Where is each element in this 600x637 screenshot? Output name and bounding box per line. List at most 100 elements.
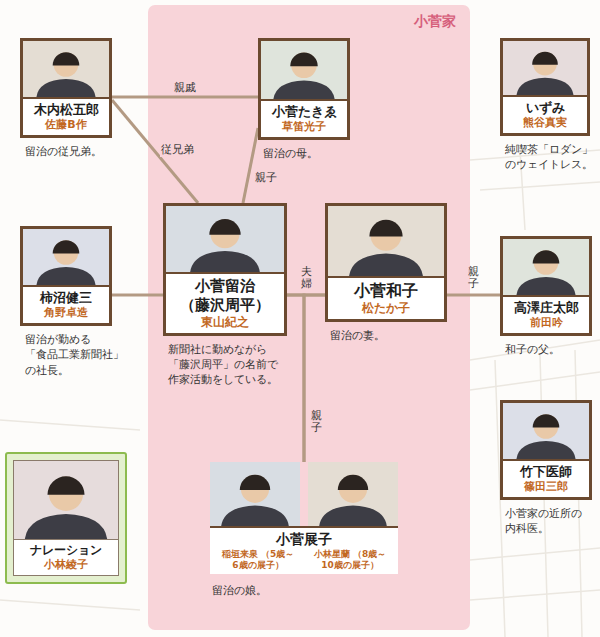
character-card: 竹下医師篠田三郎小菅家の近所の 内科医。 xyxy=(500,400,592,500)
person-shoulders xyxy=(190,251,260,272)
portrait-photo xyxy=(210,462,300,526)
actor-name: 草笛光子 xyxy=(263,120,345,134)
name-panel: 小菅留治 （藤沢周平）東山紀之 xyxy=(166,272,284,333)
person-shoulders xyxy=(36,267,95,285)
person-shoulders xyxy=(319,506,387,526)
actor-name: 松たか子 xyxy=(330,301,442,316)
person-shoulders xyxy=(273,80,334,99)
person-hair xyxy=(533,414,560,427)
narration-title: ナレーション xyxy=(16,543,116,558)
photo-background xyxy=(23,41,109,97)
character-card: 小菅たきゑ草笛光子留治の母。 xyxy=(258,38,350,140)
person-hair xyxy=(290,53,318,67)
narration-frame: ナレーション小林綾子 xyxy=(13,460,119,576)
actor-name: 小林綾子 xyxy=(16,558,116,572)
map-line xyxy=(470,340,600,360)
character-card: 小菅和子松たか子留治の妻。 xyxy=(325,203,447,322)
relation-label: 親子 xyxy=(467,266,480,290)
actor-name: 佐藤B作 xyxy=(25,118,107,132)
photo-background xyxy=(503,239,589,295)
name-panel: 小菅展子稲垣来泉 （5歳～6歳の展子）小林星蘭 （8歳～10歳の展子） xyxy=(210,526,398,574)
character-name: いずみ xyxy=(505,100,585,116)
name-panel: 竹下医師篠田三郎 xyxy=(503,459,589,497)
character-card: 小菅展子稲垣来泉 （5歳～6歳の展子）小林星蘭 （8歳～10歳の展子）留治の娘。 xyxy=(210,462,398,574)
relation-label: 親戚 xyxy=(173,81,197,94)
name-panel: ナレーション小林綾子 xyxy=(14,539,118,575)
character-card: 木内松五郎佐藤B作留治の従兄弟。 xyxy=(20,38,112,138)
character-name: 小菅留治 （藤沢周平） xyxy=(168,277,282,315)
character-description: 和子の父。 xyxy=(505,342,597,357)
character-description: 留治の妻。 xyxy=(330,328,440,343)
actor-name: 熊谷真実 xyxy=(505,116,585,130)
person-hair xyxy=(533,250,560,263)
person-hair xyxy=(53,240,80,253)
character-description: 留治の従兄弟。 xyxy=(25,144,125,159)
photo-background xyxy=(261,41,347,99)
name-panel: 柿沼健三角野卓造 xyxy=(23,285,109,323)
person-shoulders xyxy=(516,277,575,295)
relation-label: 親子 xyxy=(254,171,278,184)
relation-line xyxy=(112,294,163,297)
actor-name: 篠田三郎 xyxy=(505,480,587,494)
character-card: 高澤庄太郎前田吟和子の父。 xyxy=(500,236,592,336)
name-panel: いずみ熊谷真実 xyxy=(503,95,587,133)
character-name: 小菅和子 xyxy=(330,281,442,301)
person-hair xyxy=(47,476,84,495)
person-face xyxy=(54,52,79,77)
portrait-photo xyxy=(261,41,347,99)
narration-box: ナレーション小林綾子 xyxy=(5,452,127,584)
character-name: 柿沼健三 xyxy=(25,290,107,306)
person-shoulders xyxy=(36,79,95,97)
portrait-photo xyxy=(503,403,589,459)
person-shoulders xyxy=(25,514,107,539)
photo-row xyxy=(210,462,398,526)
character-description: 純喫茶「ロダン」 のウェイトレス。 xyxy=(505,142,597,173)
person-hair xyxy=(338,475,368,490)
character-description: 留治が勤める 「食品工業新聞社」 の社長。 xyxy=(25,332,129,378)
character-name: 竹下医師 xyxy=(505,464,587,480)
actor-name: 稲垣来泉 （5歳～6歳の展子） xyxy=(212,549,304,572)
photo-background xyxy=(503,403,589,459)
portrait-photo xyxy=(503,41,587,95)
relation-label: 親子 xyxy=(310,410,323,434)
map-line xyxy=(0,600,140,610)
person-shoulders xyxy=(516,441,575,459)
character-card: いずみ熊谷真実純喫茶「ロダン」 のウェイトレス。 xyxy=(500,38,590,136)
character-card: 柿沼健三角野卓造留治が勤める 「食品工業新聞社」 の社長。 xyxy=(20,226,112,326)
photo-background xyxy=(210,462,300,526)
relation-label: 従兄弟 xyxy=(160,143,195,156)
person-face xyxy=(534,250,559,275)
name-panel: 小菅たきゑ草笛光子 xyxy=(261,99,347,137)
portrait-photo xyxy=(308,462,398,526)
person-hair xyxy=(532,52,558,65)
person-face xyxy=(534,414,559,439)
character-description: 留治の母。 xyxy=(263,146,363,161)
person-face xyxy=(54,240,79,265)
person-face xyxy=(533,52,557,76)
character-name: 小菅たきゑ xyxy=(263,104,345,120)
portrait-photo xyxy=(503,239,589,295)
group-label: 小菅家 xyxy=(414,13,456,31)
actor-name: 東山紀之 xyxy=(168,315,282,330)
family-region-fill xyxy=(148,5,470,630)
photo-background xyxy=(14,461,118,539)
relation-line xyxy=(447,294,500,297)
character-name: 小菅展子 xyxy=(212,531,396,549)
person-hair xyxy=(240,475,270,490)
portrait-photo xyxy=(14,461,118,539)
photo-background xyxy=(328,206,444,276)
relation-line xyxy=(112,96,258,99)
character-description: 新聞社に勤めながら 「藤沢周平」の名前で 作家活動をしている。 xyxy=(168,342,290,388)
name-panel: 高澤庄太郎前田吟 xyxy=(503,295,589,333)
person-shoulders xyxy=(349,254,423,276)
person-shoulders xyxy=(221,506,289,526)
actor-name: 前田吟 xyxy=(505,316,587,330)
actor-row: 稲垣来泉 （5歳～6歳の展子）小林星蘭 （8歳～10歳の展子） xyxy=(212,549,396,572)
portrait-photo xyxy=(166,206,284,272)
person-hair xyxy=(53,52,80,65)
map-line xyxy=(480,182,600,190)
name-panel: 小菅和子松たか子 xyxy=(328,276,444,319)
person-shoulders xyxy=(516,78,573,95)
character-description: 留治の娘。 xyxy=(212,583,332,598)
